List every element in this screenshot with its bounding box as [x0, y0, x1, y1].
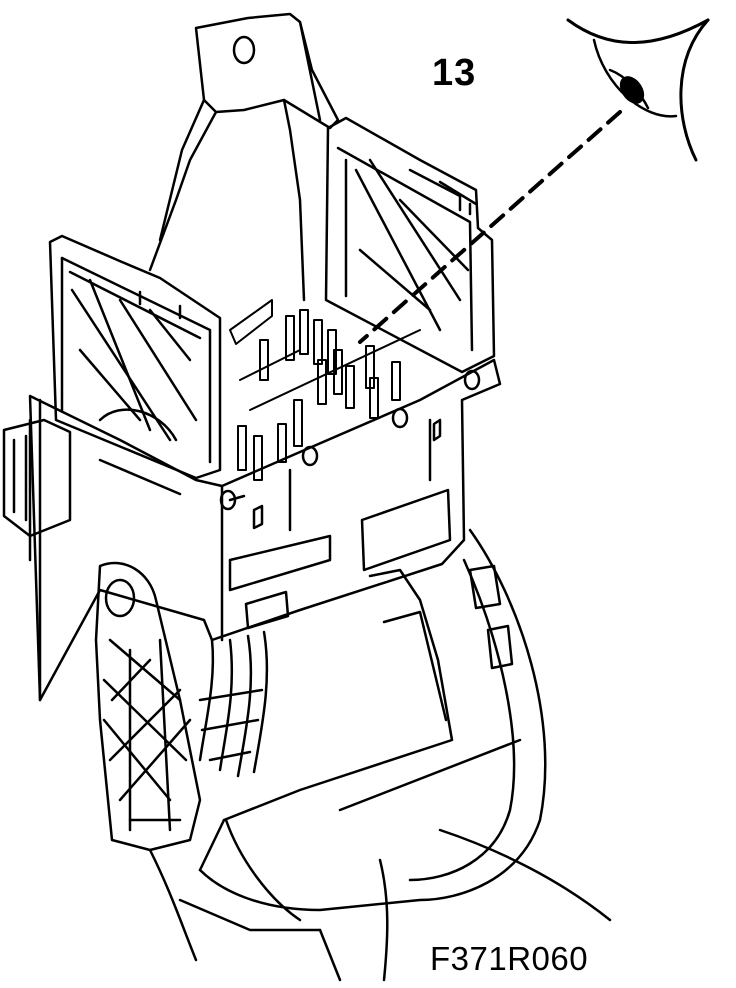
- cable-bundle: [200, 632, 267, 776]
- mounting-bracket: [150, 14, 338, 300]
- left-connector-housing: [50, 236, 220, 478]
- lower-cradle: [180, 530, 545, 930]
- lever-bracket: [96, 563, 200, 850]
- figure-code: F371R060: [430, 940, 589, 977]
- eye-icon: [568, 20, 708, 160]
- sight-line: [360, 112, 620, 342]
- module-body: [4, 360, 500, 700]
- pedestal-base: [150, 820, 610, 980]
- terminal-pins: [230, 300, 420, 480]
- callout-number: 13: [432, 52, 477, 94]
- right-connector-housing: [326, 118, 494, 372]
